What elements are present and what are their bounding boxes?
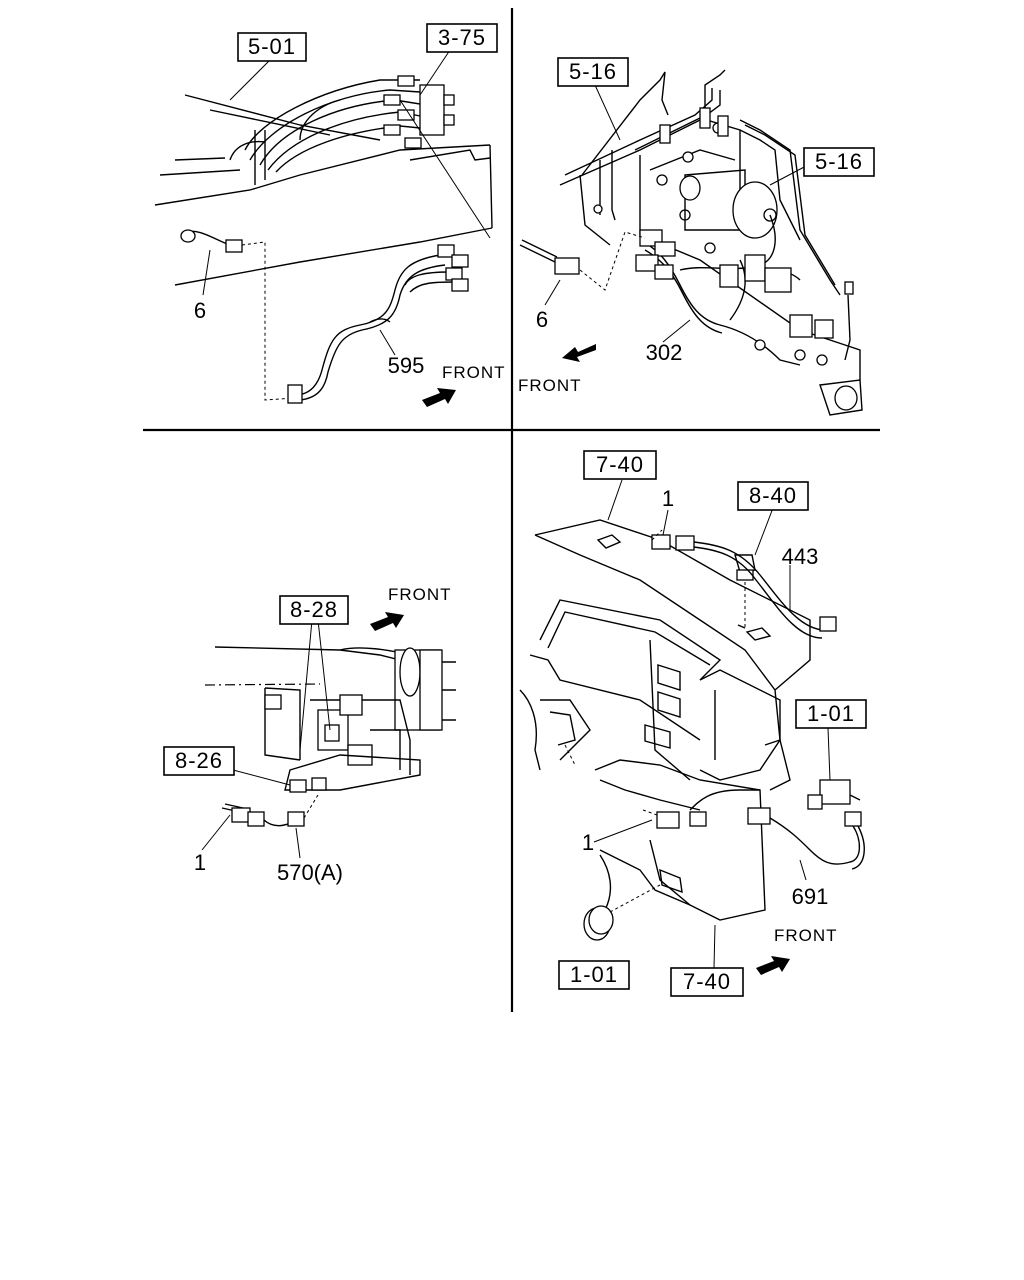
ref-label-1-01-switch: 1-01: [807, 701, 855, 726]
callout-1-low: 1: [582, 830, 594, 855]
dashboard-drawing: [519, 479, 865, 969]
ref-label-5-16-top: 5-16: [569, 59, 617, 84]
quadrant-top-left: 5-01 3-75 6 595 FRONT: [154, 23, 506, 407]
callout-302: 302: [646, 340, 683, 365]
front-label: FRONT: [442, 363, 506, 382]
front-arrow-icon: [422, 388, 456, 407]
front-label: FRONT: [388, 585, 452, 604]
ref-label-1-01-knob: 1-01: [570, 962, 618, 987]
ref-box-7-40-bottom[interactable]: 7-40: [670, 967, 744, 997]
ref-box-8-26[interactable]: 8-26: [163, 746, 235, 776]
callout-1: 1: [194, 850, 206, 875]
transmission-drawing: [201, 619, 456, 859]
front-arrow-icon: [756, 956, 790, 975]
callout-443: 443: [782, 544, 819, 569]
frame-rail-drawing: [154, 75, 493, 404]
ref-box-5-16-top[interactable]: 5-16: [557, 57, 629, 87]
ref-label-8-26: 8-26: [175, 748, 223, 773]
callout-570a: 570(A): [277, 860, 343, 885]
ref-label-7-40-top: 7-40: [596, 452, 644, 477]
abs-unit-drawing: [519, 69, 863, 416]
ref-label-7-40-bottom: 7-40: [683, 969, 731, 994]
ref-label-3-75: 3-75: [438, 25, 486, 50]
front-arrow-icon: [562, 344, 596, 362]
quadrant-bottom-left: 8-28 8-26 1 570(A) FRONT: [163, 585, 456, 885]
ref-label-8-28: 8-28: [290, 597, 338, 622]
quadrant-bottom-right: 7-40 8-40 1-01 1-01 7-40 1 443 1 691 FRO…: [519, 450, 867, 997]
ref-box-5-01[interactable]: 5-01: [237, 32, 307, 62]
ref-box-3-75[interactable]: 3-75: [426, 23, 498, 53]
callout-6: 6: [194, 298, 206, 323]
callout-595: 595: [388, 353, 425, 378]
front-label: FRONT: [518, 376, 582, 395]
ref-box-1-01-switch[interactable]: 1-01: [795, 699, 867, 729]
callout-691: 691: [792, 884, 829, 909]
quadrant-top-right: 5-16 5-16 6 302 FRONT: [518, 57, 875, 416]
front-label: FRONT: [774, 926, 838, 945]
ref-box-7-40-top[interactable]: 7-40: [583, 450, 657, 480]
front-arrow-icon: [370, 612, 404, 631]
callout-6: 6: [536, 307, 548, 332]
ref-box-5-16-right[interactable]: 5-16: [803, 147, 875, 177]
ref-box-8-40[interactable]: 8-40: [737, 481, 809, 511]
quadrant-dividers: [143, 8, 880, 1012]
ref-box-1-01-knob[interactable]: 1-01: [558, 960, 630, 990]
ref-box-8-28[interactable]: 8-28: [279, 595, 349, 625]
ref-label-5-16-right: 5-16: [815, 149, 863, 174]
callout-1-top: 1: [662, 486, 674, 511]
ref-label-8-40: 8-40: [749, 483, 797, 508]
ref-label-5-01: 5-01: [248, 34, 296, 59]
